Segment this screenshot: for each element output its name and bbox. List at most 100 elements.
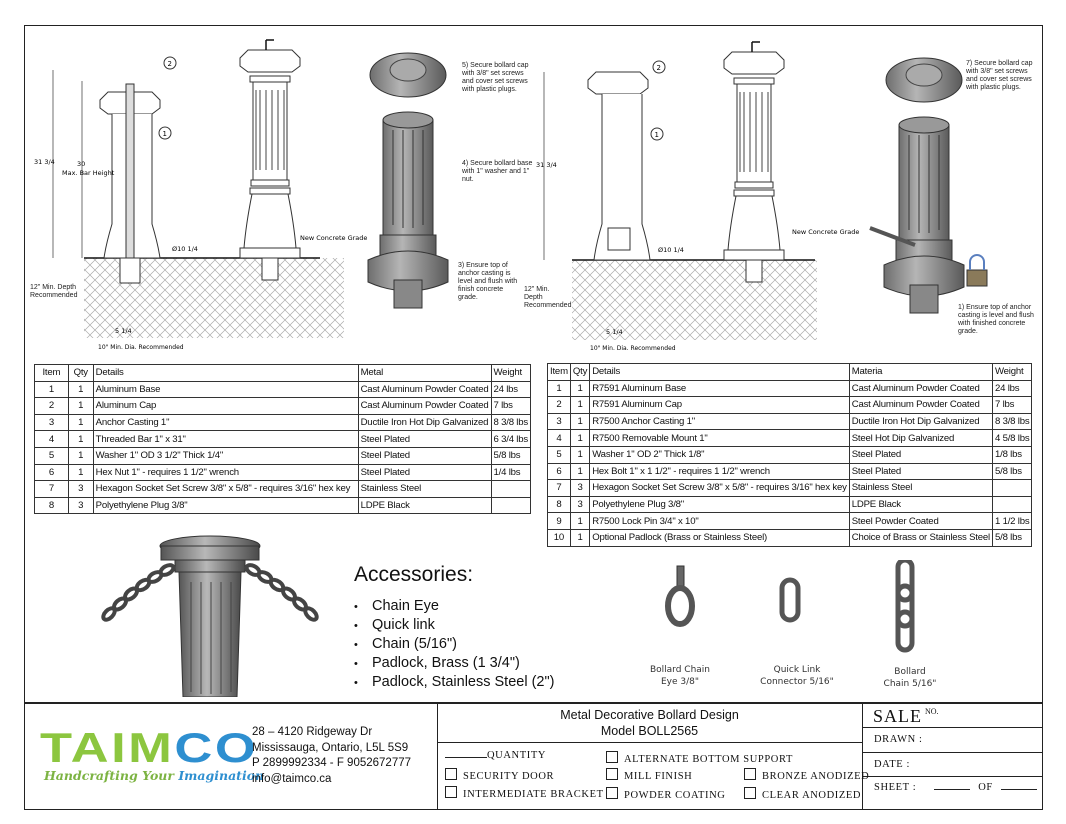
checkbox[interactable] (606, 787, 618, 799)
divider (862, 752, 1043, 753)
table-cell: Cast Aluminum Powder Coated (848, 379, 993, 398)
chain-eye-image (665, 565, 695, 627)
table-cell: Steel Plated (357, 446, 492, 465)
sheet-field[interactable]: SHEET : OF (874, 782, 1037, 793)
table-cell: 1 (67, 413, 94, 432)
depth-label-right: 12" Min. Depth Recommended (524, 286, 572, 309)
quantity-label: QUANTITY (487, 750, 547, 761)
note-anchor-right: 1) Ensure top of anchor casting is level… (958, 304, 1034, 335)
column-header: Weight (490, 364, 531, 382)
table-cell: 1 (569, 528, 591, 547)
table-cell: 5/8 lbs (490, 446, 531, 465)
svg-text:1: 1 (655, 131, 659, 139)
right-section-view: 2 1 31 3/4 Ø10 1/4 5 1/4 10" Min. Dia. R… (536, 60, 817, 352)
table-cell: 1 1/2 lbs (991, 512, 1033, 530)
column-header: Metal (357, 364, 492, 382)
column-header: Item (34, 364, 69, 382)
column-header: Item (547, 363, 571, 381)
table-cell: 1 (67, 430, 94, 448)
table-cell (490, 480, 531, 498)
table-cell: Polyethylene Plug 3/8" (92, 496, 359, 515)
dim-overall-height: 31 3/4 (536, 161, 557, 169)
table-cell: 1 (569, 429, 591, 447)
table-cell: R7500 Anchor Casting 1" (589, 412, 850, 431)
of-label: OF (978, 782, 993, 793)
note-anchor: 3) Ensure top of anchor casting is level… (458, 262, 518, 301)
table-cell: 1 (67, 397, 94, 415)
option-intermediate-bracket[interactable]: INTERMEDIATE BRACKET (445, 786, 604, 800)
table-cell: 8 3/8 lbs (991, 412, 1033, 431)
title-block (24, 702, 1043, 810)
sheet-label: SHEET : (874, 782, 917, 793)
accessory-images (665, 560, 915, 653)
table-cell: 1 (547, 379, 571, 398)
accessory-item: Chain Eye (354, 597, 554, 616)
dim-bar-height: 30 (77, 160, 85, 168)
table-cell: Polyethylene Plug 3/8" (589, 495, 850, 514)
note-cap-right: 7) Secure bollard cap with 3/8" set scre… (966, 60, 1033, 91)
email[interactable]: info@taimco.ca (252, 772, 332, 785)
table-cell: 8 (547, 495, 571, 514)
option-powder-coating[interactable]: POWDER COATING (606, 787, 725, 801)
divider (862, 727, 1043, 728)
option-mill-finish[interactable]: MILL FINISH (606, 768, 692, 782)
table-cell: Steel Plated (848, 445, 993, 464)
table-cell: 1/4 lbs (490, 463, 531, 482)
checkbox[interactable] (744, 787, 756, 799)
checkbox[interactable] (445, 786, 457, 798)
quantity-field[interactable]: QUANTITY (445, 750, 546, 761)
table-cell: Cast Aluminum Powder Coated (848, 396, 993, 414)
left-section-view: 2 1 31 3/4 30 Max. Bar Height Ø10 1/4 5 … (34, 56, 344, 351)
column-header: Qty (67, 364, 94, 382)
option-label: BRONZE ANODIZED (762, 771, 870, 782)
date-field[interactable]: DATE : (874, 759, 910, 770)
table-cell: Anchor Casting 1" (92, 413, 359, 432)
table-cell: Cast Aluminum Powder Coated (357, 380, 492, 399)
column-header: Materia (848, 363, 993, 381)
table-cell: R7591 Aluminum Cap (589, 396, 850, 414)
table-cell: 4 (34, 430, 69, 448)
table-cell: Optional Padlock (Brass or Stainless Ste… (589, 528, 850, 547)
bollard-chain-illustration (101, 535, 319, 697)
checkbox[interactable] (744, 768, 756, 780)
left-exploded-view (367, 52, 449, 309)
table-cell: 2 (547, 396, 571, 414)
dim-hole: 10" Min. Dia. Recommended (590, 345, 676, 352)
drawn-field[interactable]: DRAWN : (874, 734, 923, 745)
column-header: Details (92, 364, 359, 382)
table-cell: R7591 Aluminum Base (589, 379, 850, 398)
chain-left (101, 563, 176, 622)
table-cell: Stainless Steel (848, 479, 993, 497)
table-cell: 1 (569, 462, 591, 481)
option-bronze-anodized[interactable]: BRONZE ANODIZED (744, 768, 869, 782)
table-cell: 6 (547, 462, 571, 481)
technical-drawings: 2 1 31 3/4 30 Max. Bar Height Ø10 1/4 5 … (34, 39, 988, 352)
table-cell: 4 (547, 429, 571, 447)
table-cell: 5/8 lbs (991, 528, 1033, 547)
table-cell: 3 (34, 413, 69, 432)
table-cell: Choice of Brass or Stainless Steel (848, 528, 993, 547)
option-alternate-bottom-support[interactable]: ALTERNATE BOTTOM SUPPORT (606, 751, 793, 765)
table-cell: 1 (569, 512, 591, 530)
table-cell: 1 (569, 379, 591, 398)
checkbox[interactable] (606, 751, 618, 763)
checkbox[interactable] (445, 768, 457, 780)
option-security-door[interactable]: SECURITY DOOR (445, 768, 554, 782)
address-line: Mississauga, Ontario, L5L 5S9 (252, 741, 409, 754)
option-clear-anodized[interactable]: CLEAR ANODIZED (744, 787, 861, 801)
checkbox[interactable] (606, 768, 618, 780)
table-cell: 5 (547, 445, 571, 464)
note-base-left: 4) Secure bollard base with 1" washer an… (462, 160, 533, 183)
table-cell: Aluminum Base (92, 380, 359, 399)
